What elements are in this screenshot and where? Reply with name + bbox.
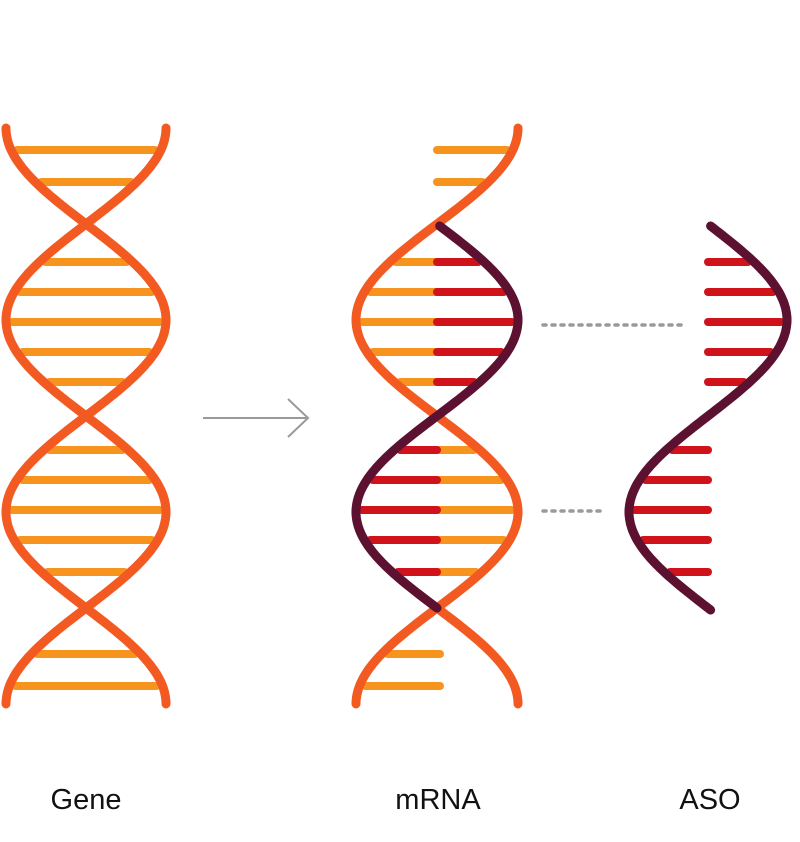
aso-strand-backbone [624, 221, 792, 615]
aso-bound-strand [351, 221, 523, 613]
arrow-right-icon [203, 398, 310, 438]
gene-double-helix [1, 123, 171, 709]
dna-strand [1, 123, 171, 709]
gene-label: Gene [50, 784, 122, 816]
aso-strand [624, 221, 792, 615]
dna-strand-fragment [432, 603, 523, 709]
aso-label: ASO [679, 784, 741, 816]
arrow-head [287, 398, 310, 438]
mrna-label: mRNA [395, 784, 481, 816]
binding-dotted-lines [541, 323, 683, 513]
mrna-helix [351, 123, 523, 709]
